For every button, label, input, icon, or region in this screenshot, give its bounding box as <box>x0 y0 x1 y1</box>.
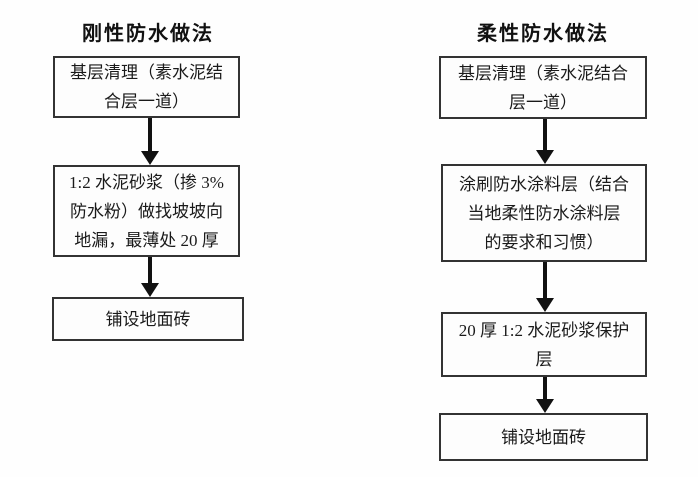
arrow-shaft <box>148 118 152 151</box>
arrow-shaft <box>543 377 547 399</box>
arrow-head-icon <box>536 298 554 312</box>
column-title-flexible-waterproofing: 柔性防水做法 <box>477 23 609 45</box>
arrow-head-icon <box>536 150 554 164</box>
down-arrow <box>536 377 554 413</box>
step-flexible-protection-layer: 20 厚 1:2 水泥砂浆保护 层 <box>441 312 647 377</box>
step-flexible-lay-floor-tiles: 铺设地面砖 <box>439 413 648 461</box>
down-arrow <box>536 262 554 312</box>
arrow-head-icon <box>141 151 159 165</box>
step-flexible-waterproof-coating: 涂刷防水涂料层（结合 当地柔性防水涂料层 的要求和习惯） <box>441 164 647 262</box>
column-title-rigid-waterproofing: 刚性防水做法 <box>82 23 214 45</box>
step-rigid-base-cleaning: 基层清理（素水泥结 合层一道） <box>53 56 240 118</box>
down-arrow <box>141 118 159 165</box>
step-flexible-base-cleaning: 基层清理（素水泥结合 层一道） <box>439 56 647 119</box>
down-arrow <box>141 257 159 297</box>
arrow-shaft <box>543 262 547 298</box>
arrow-head-icon <box>536 399 554 413</box>
step-rigid-lay-floor-tiles: 铺设地面砖 <box>52 297 244 341</box>
arrow-head-icon <box>141 283 159 297</box>
step-rigid-cement-mortar-slope: 1:2 水泥砂浆（掺 3% 防水粉）做找坡坡向 地漏，最薄处 20 厚 <box>53 165 240 257</box>
arrow-shaft <box>148 257 152 283</box>
arrow-shaft <box>543 119 547 150</box>
down-arrow <box>536 119 554 164</box>
